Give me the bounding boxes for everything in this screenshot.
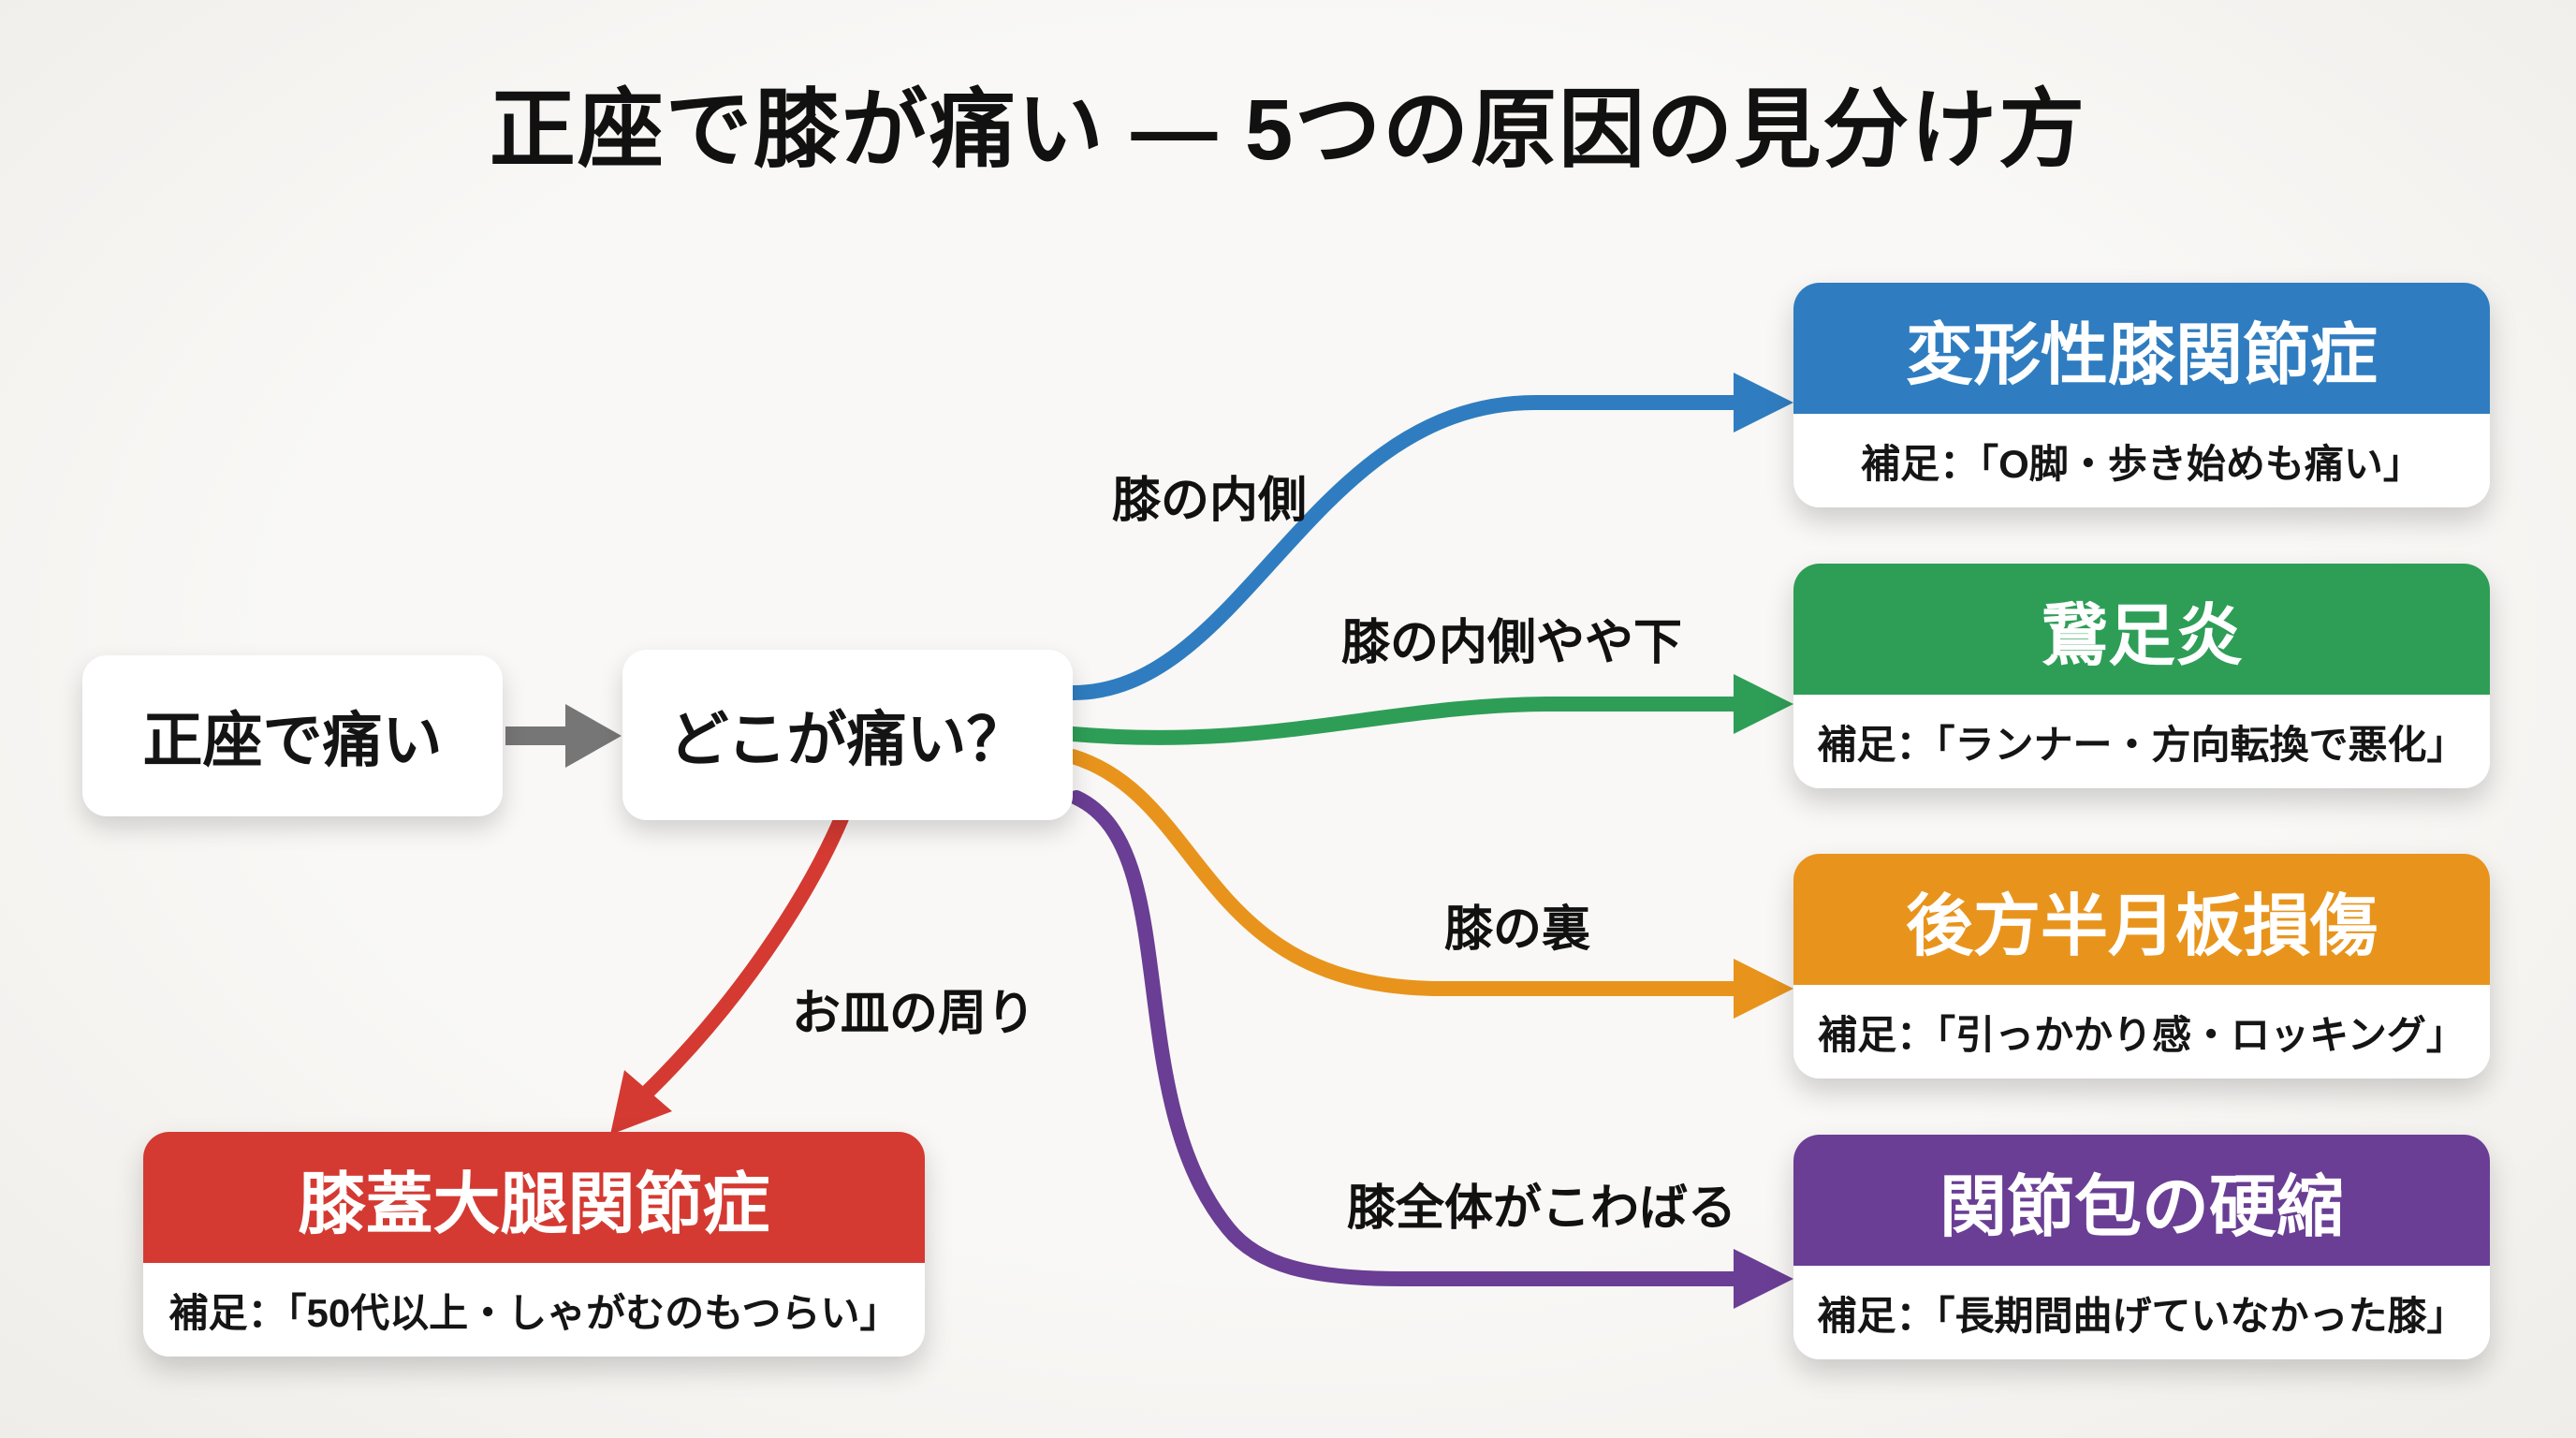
edge-red-around-kneecap	[610, 811, 849, 1135]
orange-arrow-head	[1734, 959, 1793, 1019]
cause-header-green: 鵞足炎	[1793, 564, 2490, 695]
purple-arrow-head	[1734, 1249, 1793, 1309]
purple-curve	[1069, 790, 1749, 1286]
cause-note-text: 補足：「O脚・歩き始めも痛い」	[1861, 441, 2422, 486]
page-title: 正座で膝が痛い — 5つの原因の見分け方	[489, 82, 2087, 178]
cause-header-purple: 関節包の硬縮	[1793, 1135, 2490, 1266]
cause-note-orange: 補足：「引っかかり感・ロッキング」	[1793, 985, 2490, 1078]
edge-label-inner-knee: 膝の内側	[1111, 474, 1308, 528]
cause-header-orange: 後方半月板損傷	[1793, 854, 2490, 985]
edge-label-around-kneecap: お皿の周り	[791, 987, 1036, 1041]
edge-orange-back-of-knee	[1065, 749, 1793, 1019]
red-curve	[640, 811, 849, 1099]
red-arrow-head	[610, 1070, 672, 1135]
cause-box-patellofemoral: 膝蓋大腿関節症 補足：「50代以上・しゃがむのもつらい」	[143, 1132, 925, 1357]
green-curve	[1065, 697, 1749, 745]
cause-note-text: 補足：「引っかかり感・ロッキング」	[1818, 1012, 2466, 1057]
edge-blue-inner-knee	[1065, 373, 1793, 700]
cause-header-blue: 変形性膝関節症	[1793, 283, 2490, 414]
cause-box-joint-capsule: 関節包の硬縮 補足：「長期間曲げていなかった膝」	[1793, 1135, 2490, 1359]
cause-title: 関節包の硬縮	[1939, 1169, 2344, 1245]
edge-label-back-of-knee: 膝の裏	[1443, 902, 1591, 957]
cause-note-red: 補足：「50代以上・しゃがむのもつらい」	[143, 1263, 925, 1357]
cause-box-pes-anserine: 鵞足炎 補足：「ランナー・方向転換で悪化」	[1793, 564, 2490, 788]
blue-curve	[1065, 395, 1749, 700]
cause-title: 膝蓋大腿関節症	[298, 1167, 770, 1242]
orange-curve	[1065, 749, 1749, 996]
question-node: どこが痛い？	[622, 650, 1073, 820]
gray-arrow-head	[565, 704, 622, 768]
blue-arrow-head	[1734, 373, 1793, 433]
question-node-label: どこが痛い？	[668, 706, 1027, 773]
cause-title: 鵞足炎	[2040, 598, 2243, 674]
cause-title: 後方半月板損傷	[1905, 888, 2378, 964]
start-to-question-arrow	[505, 704, 622, 768]
cause-note-blue: 補足：「O脚・歩き始めも痛い」	[1793, 414, 2490, 507]
cause-box-posterior-meniscus: 後方半月板損傷 補足：「引っかかり感・ロッキング」	[1793, 854, 2490, 1078]
start-node: 正座で痛い	[82, 655, 503, 816]
cause-title: 変形性膝関節症	[1905, 317, 2378, 393]
cause-box-knee-osteoarthritis: 変形性膝関節症 補足：「O脚・歩き始めも痛い」	[1793, 283, 2490, 507]
edge-label-whole-knee: 膝全体がこわばる	[1346, 1181, 1737, 1236]
cause-header-red: 膝蓋大腿関節症	[143, 1132, 925, 1263]
cause-note-text: 補足：「長期間曲げていなかった膝」	[1817, 1293, 2466, 1338]
cause-note-text: 補足：「50代以上・しゃがむのもつらい」	[168, 1290, 900, 1335]
edge-green-below-inner	[1065, 674, 1793, 745]
green-arrow-head	[1734, 674, 1793, 734]
cause-note-green: 補足：「ランナー・方向転換で悪化」	[1793, 695, 2490, 788]
edge-label-below-inner: 膝の内側やや下	[1340, 616, 1683, 670]
edge-purple-whole-knee	[1069, 790, 1793, 1309]
cause-note-purple: 補足：「長期間曲げていなかった膝」	[1793, 1266, 2490, 1359]
cause-note-text: 補足：「ランナー・方向転換で悪化」	[1817, 722, 2466, 767]
gray-arrow-shaft	[505, 726, 569, 745]
start-node-label: 正座で痛い	[142, 707, 443, 774]
